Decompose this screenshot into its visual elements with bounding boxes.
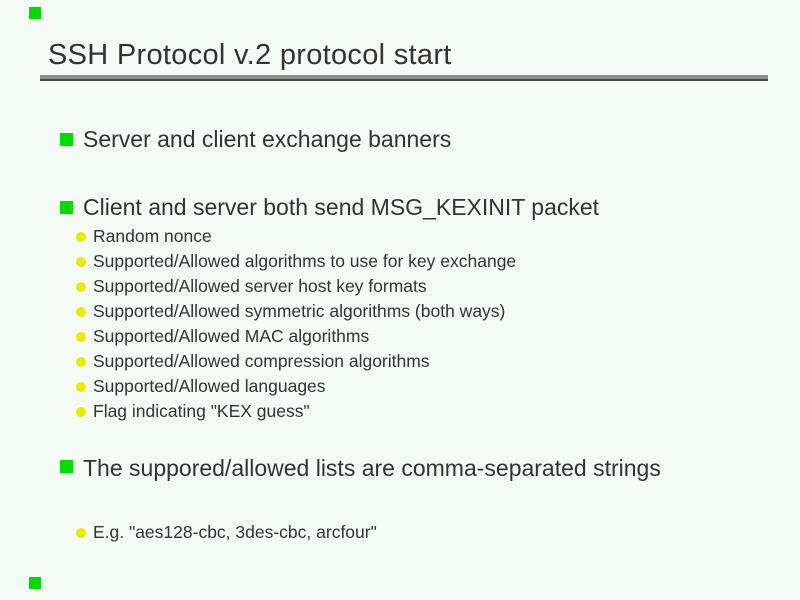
- corner-marker-top-icon: [29, 7, 41, 19]
- bullet-item-banners: Server and client exchange banners: [60, 125, 451, 154]
- yellow-dot-bullet-icon: [76, 527, 86, 538]
- sub-bullet-item: Supported/Allowed MAC algorithms: [76, 324, 516, 349]
- kexinit-sub-list: Random nonce Supported/Allowed algorithm…: [76, 224, 516, 424]
- green-square-bullet-icon: [60, 460, 73, 473]
- sub-bullet-text: Supported/Allowed symmetric algorithms (…: [93, 301, 506, 321]
- sub-bullet-text: Random nonce: [93, 226, 212, 246]
- sub-bullet-item: Random nonce: [76, 224, 516, 249]
- bullet-item-comma-separated: The suppored/allowed lists are comma-sep…: [60, 452, 661, 485]
- example-sub-list: E.g. "aes128-cbc, 3des-cbc, arcfour": [76, 520, 377, 545]
- yellow-dot-bullet-icon: [76, 381, 86, 392]
- sub-bullet-item: Flag indicating "KEX guess": [76, 399, 516, 424]
- yellow-dot-bullet-icon: [76, 306, 86, 317]
- yellow-dot-bullet-icon: [76, 281, 86, 292]
- sub-bullet-item: Supported/Allowed algorithms to use for …: [76, 249, 516, 274]
- bullet-text: Client and server both send MSG_KEXINIT …: [83, 194, 600, 220]
- sub-bullet-text: E.g. "aes128-cbc, 3des-cbc, arcfour": [93, 522, 377, 542]
- green-square-bullet-icon: [60, 133, 73, 146]
- slide-title: SSH Protocol v.2 protocol start: [48, 39, 452, 71]
- sub-bullet-item: Supported/Allowed server host key format…: [76, 274, 516, 299]
- title-rule: [40, 75, 768, 81]
- sub-bullet-text: Supported/Allowed MAC algorithms: [93, 326, 370, 346]
- bullet-item-kexinit: Client and server both send MSG_KEXINIT …: [60, 193, 599, 222]
- yellow-dot-bullet-icon: [76, 231, 86, 242]
- yellow-dot-bullet-icon: [76, 331, 86, 342]
- sub-bullet-text: Supported/Allowed compression algorithms: [93, 351, 430, 371]
- bullet-text: Server and client exchange banners: [83, 126, 452, 152]
- yellow-dot-bullet-icon: [76, 406, 86, 417]
- sub-bullet-item: Supported/Allowed symmetric algorithms (…: [76, 299, 516, 324]
- corner-marker-bottom-icon: [29, 577, 41, 589]
- sub-bullet-item: E.g. "aes128-cbc, 3des-cbc, arcfour": [76, 520, 377, 545]
- sub-bullet-text: Supported/Allowed algorithms to use for …: [93, 251, 517, 271]
- sub-bullet-item: Supported/Allowed compression algorithms: [76, 349, 516, 374]
- bullet-text: The suppored/allowed lists are comma-sep…: [83, 455, 661, 481]
- yellow-dot-bullet-icon: [76, 256, 86, 267]
- sub-bullet-item: Supported/Allowed languages: [76, 374, 516, 399]
- yellow-dot-bullet-icon: [76, 356, 86, 367]
- sub-bullet-text: Supported/Allowed server host key format…: [93, 276, 427, 296]
- green-square-bullet-icon: [60, 201, 73, 214]
- sub-bullet-text: Flag indicating "KEX guess": [93, 401, 310, 421]
- sub-bullet-text: Supported/Allowed languages: [93, 376, 326, 396]
